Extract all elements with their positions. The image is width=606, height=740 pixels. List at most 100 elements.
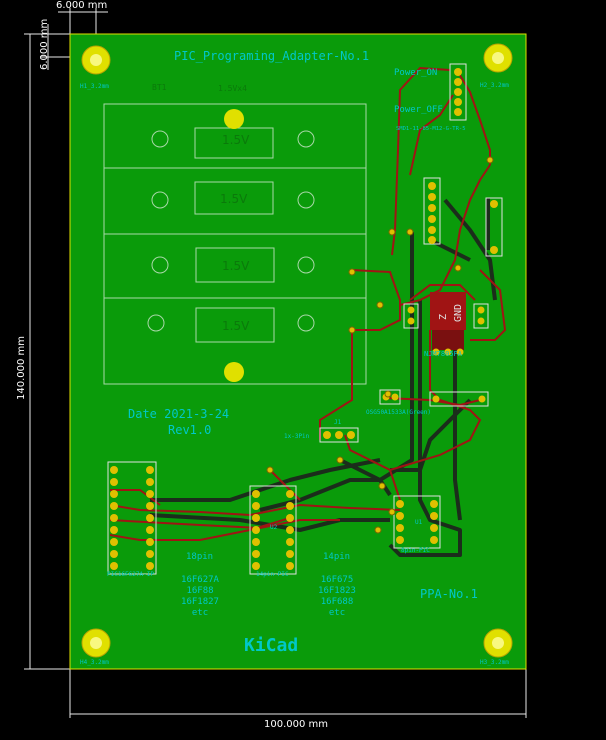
part-list-item: 16F627A (181, 575, 220, 585)
board-name-label: PPA-No.1 (420, 587, 478, 601)
socket-18pin (107, 461, 157, 575)
kicad-logo-text: KiCad (244, 635, 298, 656)
mount-label-tl: H1_3.2mm (80, 83, 109, 90)
pin14-label: 14pin (323, 552, 350, 562)
socket-pin (252, 490, 260, 498)
socket-pin (286, 562, 294, 570)
dim-width-label: 100.000 mm (264, 719, 328, 730)
connector-3pin (319, 427, 359, 443)
part-list-item: 16F1823 (318, 586, 356, 596)
socket-pin (146, 478, 154, 486)
battery-ref: BT1 (152, 83, 167, 92)
battery-pad-top (224, 109, 244, 129)
battery-cell-label: 1.5V (222, 133, 250, 147)
switch-part-label: SMD1-11-85-M12-G-TR-5 (396, 126, 466, 132)
battery-value: 1.5Vx4 (218, 84, 247, 93)
mounting-holes (81, 43, 513, 658)
battery-pad-bottom (224, 362, 244, 382)
socket-pin (252, 514, 260, 522)
socket-pin (286, 502, 294, 510)
mount-label-tr: H2_3.2mm (480, 82, 509, 89)
socket-pin (396, 536, 404, 544)
dim-top-small-label: 6.000 mm (56, 0, 107, 11)
socket-pin (286, 550, 294, 558)
socket-pin (430, 536, 438, 544)
socket-pin (110, 526, 118, 534)
dimension-lines (24, 8, 527, 718)
socket-pin (396, 500, 404, 508)
socket-pin (110, 562, 118, 570)
socket-pin (286, 526, 294, 534)
socket-pin (286, 538, 294, 546)
part-list-item: etc (192, 608, 208, 618)
socket-outline (107, 461, 157, 575)
power-switch-header (449, 63, 467, 121)
part-list-item: etc (329, 608, 345, 618)
battery-cell-label: 1.5V (222, 319, 250, 333)
resistor-right (485, 197, 503, 257)
socket14-label: 14pin-PIC (256, 571, 289, 578)
part-list-item: 16F688 (321, 597, 354, 607)
socket-outline (393, 495, 441, 549)
capacitor-pads (403, 303, 489, 356)
u1-label: U1 (415, 519, 423, 526)
battery-holder (103, 103, 367, 385)
regulator-gnd-label: GND (453, 304, 464, 322)
socket-pin (430, 512, 438, 520)
socket-pin (146, 526, 154, 534)
vias (266, 156, 494, 534)
part-list-item: 16F1827 (181, 597, 219, 607)
mount-label-br: H3_3.2mm (480, 659, 509, 666)
connector-label: 1x-3Pin (284, 433, 310, 440)
socket-pin (146, 562, 154, 570)
socket-outline (249, 485, 297, 575)
led-label: OSG50A1533A(Green) (366, 409, 431, 416)
socket-pin (396, 512, 404, 520)
board-title: PIC_Programing_Adapter-No.1 (174, 49, 369, 63)
socket-pin (252, 550, 260, 558)
kicad-logo: KiCad (244, 635, 298, 656)
battery-cell-labels: 1.5V 1.5V 1.5V 1.5V (220, 133, 250, 333)
socket-pin (146, 490, 154, 498)
socket-pin (286, 490, 294, 498)
socket-pin (252, 538, 260, 546)
socket-pin (396, 524, 404, 532)
regulator-z-label: Z (438, 314, 449, 320)
socket-pin (110, 478, 118, 486)
dim-left-small-label: 6.000 mm (39, 19, 50, 70)
socket-14pin (249, 485, 297, 575)
socket-pin (146, 538, 154, 546)
regulator-body (432, 330, 464, 350)
power-on-label: Power_ON (394, 68, 437, 78)
part-list-item: 16F88 (186, 586, 213, 596)
socket-pin (146, 514, 154, 522)
socket-pin (430, 524, 438, 532)
socket-pin (110, 466, 118, 474)
date-label: Date 2021-3-24 (128, 407, 229, 421)
socket-pin (252, 562, 260, 570)
socket-pin (286, 514, 294, 522)
socket-pin (110, 502, 118, 510)
dim-height-label: 140.000 mm (16, 336, 27, 400)
socket-8pin (393, 495, 441, 549)
battery-cell-label: 1.5V (220, 192, 248, 206)
socket-pin (252, 526, 260, 534)
u2-label: U2 (270, 524, 278, 531)
battery-cell-label: 1.5V (222, 259, 250, 273)
socket-pin (110, 514, 118, 522)
regulator-label: NJM7805FA (424, 350, 463, 358)
mount-label-bl: H4_3.2mm (80, 659, 109, 666)
socket8-label: 8pin-PIC (401, 547, 430, 554)
socket-pin (110, 538, 118, 546)
rev-label: Rev1.0 (168, 423, 211, 437)
socket-pin (146, 550, 154, 558)
regulator-tab-pad (430, 292, 466, 330)
power-off-label: Power_OFF (394, 105, 443, 115)
icsp-header (423, 177, 441, 245)
part-list-item: 16F675 (321, 575, 354, 585)
socket-pin (146, 466, 154, 474)
socket-pin (110, 490, 118, 498)
